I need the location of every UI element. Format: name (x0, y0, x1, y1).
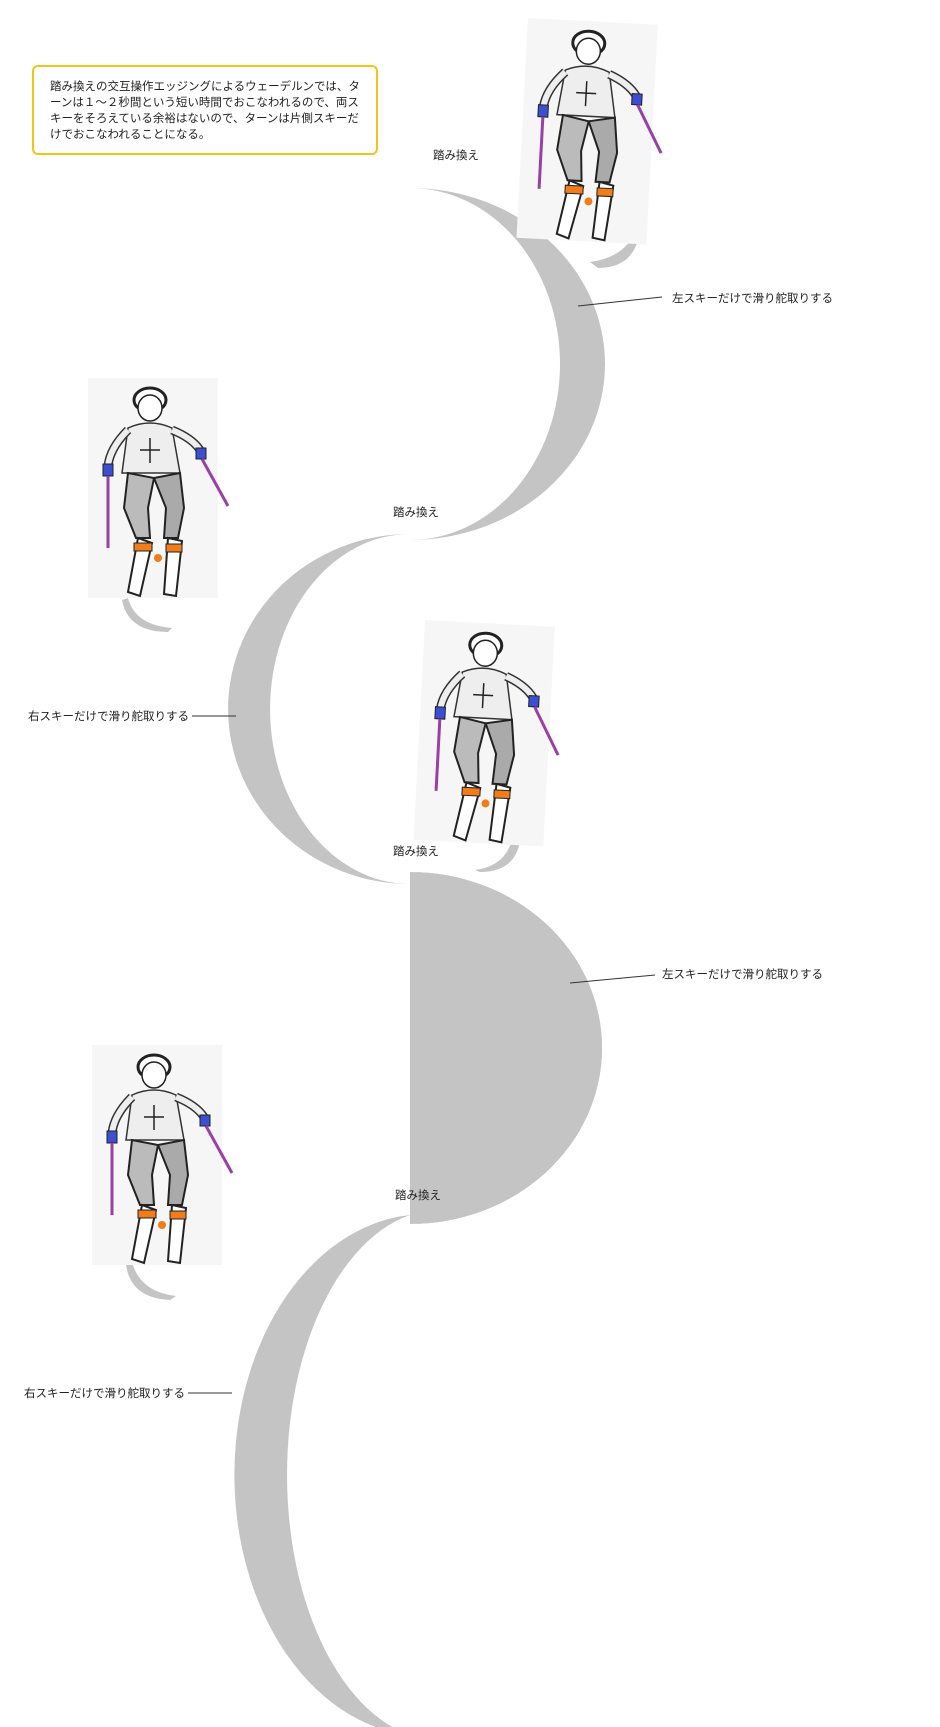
skier-illustration (516, 18, 667, 245)
skier-illustration (92, 1045, 232, 1265)
skier-illustration (88, 378, 228, 598)
left-ski-label: 左スキーだけで滑り舵取りする (662, 967, 823, 981)
step-change-label: 踏み換え (395, 1188, 441, 1202)
skier-illustration (413, 620, 564, 847)
leader-line (569, 974, 656, 984)
step-change-label: 踏み換え (433, 148, 479, 162)
step-change-label: 踏み換え (393, 505, 439, 519)
turn-track-right-2b (410, 872, 602, 1224)
turn-track-right-1 (410, 188, 605, 540)
leader-line (577, 296, 663, 307)
left-ski-label: 左スキーだけで滑り舵取りする (672, 291, 833, 305)
right-ski-label: 右スキーだけで滑り舵取りする (24, 1386, 185, 1400)
ski-track-mark (122, 598, 172, 632)
right-ski-label: 右スキーだけで滑り舵取りする (28, 709, 189, 723)
explanation-note: 踏み換えの交互操作エッジングによるウェーデルンでは、ターンは１～２秒間という短い… (32, 65, 378, 155)
ski-track-mark (126, 1262, 176, 1300)
step-change-label: 踏み換え (393, 844, 439, 858)
turn-track-left-2 (234, 1215, 410, 1727)
turn-track-left-1 (228, 534, 410, 884)
ski-track-mark (590, 238, 638, 268)
